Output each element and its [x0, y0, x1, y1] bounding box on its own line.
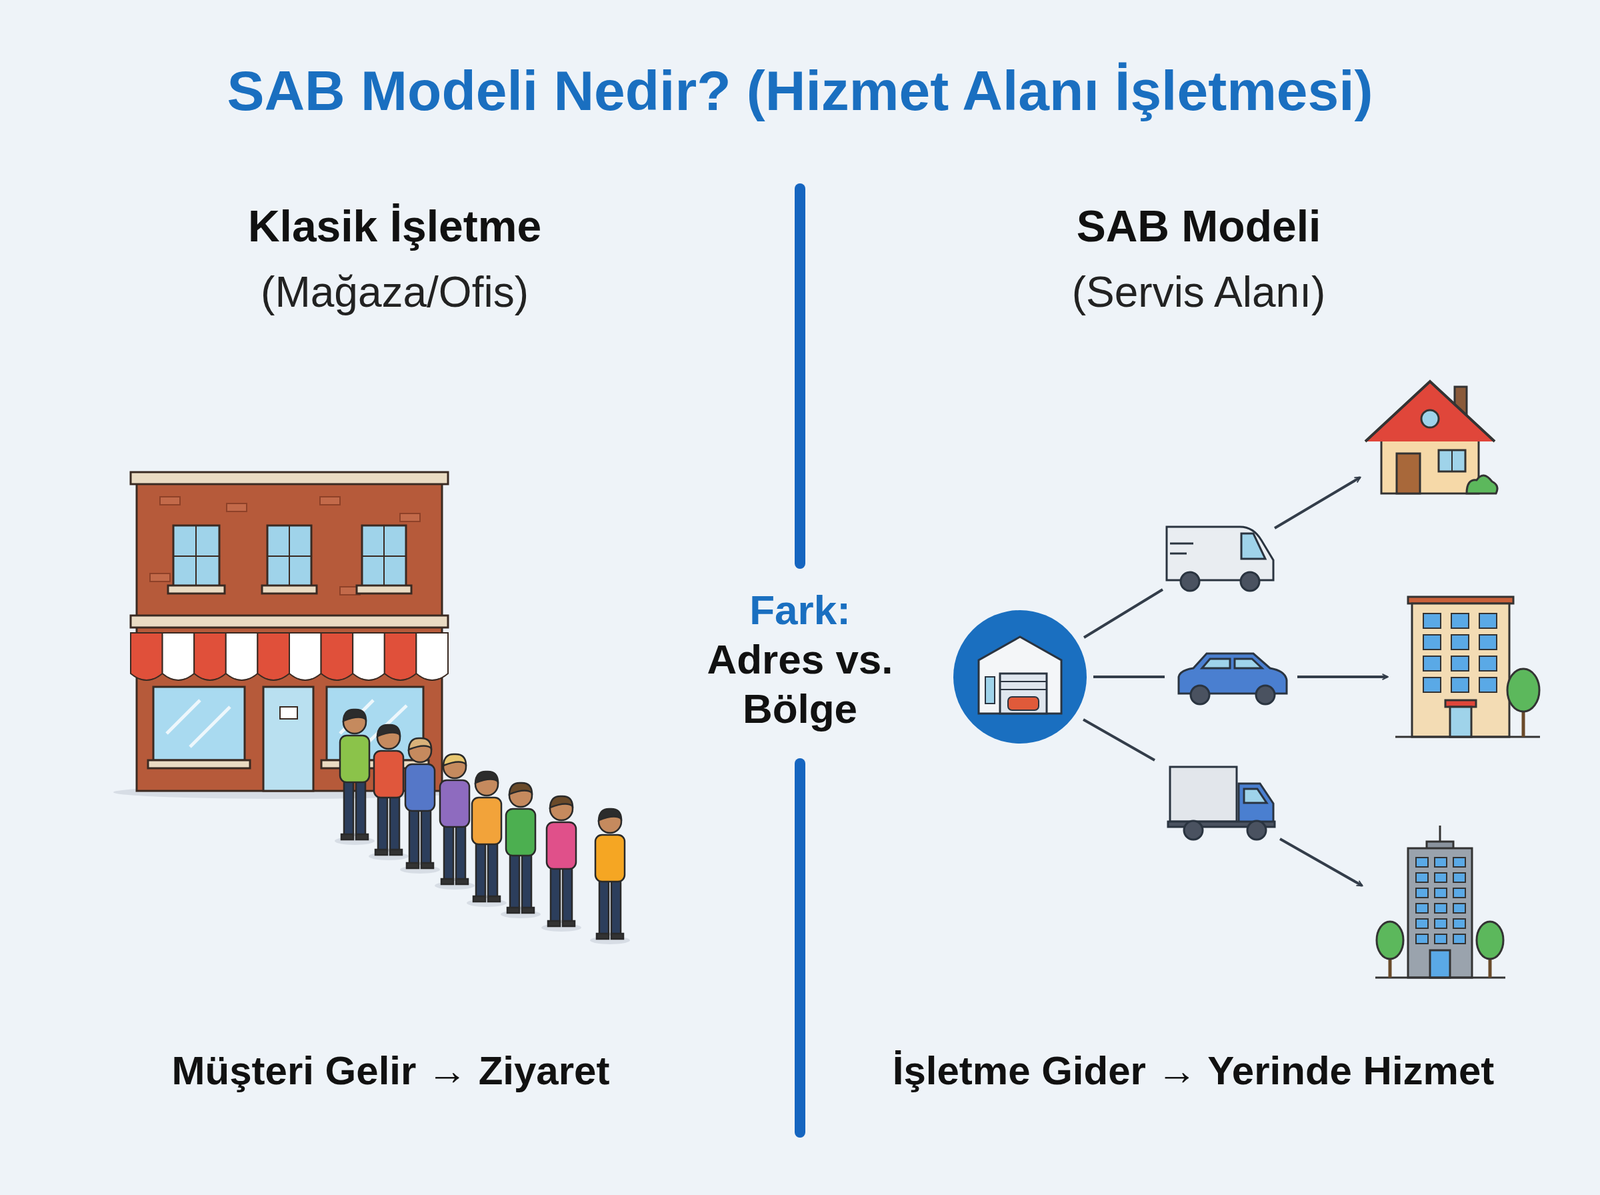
label-text: Müşteri Gelir → Ziyaret: [172, 1046, 610, 1095]
hub-icon: [953, 610, 1087, 744]
route-lines: [1083, 477, 1388, 886]
label-text: Adres vs. Bölge: [673, 634, 927, 734]
truck-icon: [1168, 766, 1275, 840]
title-text: SAB Modeli Nedir? (Hizmet Alanı İşletmes…: [226, 57, 1373, 125]
label-text: SAB Modeli: [1076, 200, 1322, 253]
car-icon: [1178, 653, 1287, 704]
house-icon: [1365, 381, 1498, 494]
van-icon: [1166, 526, 1274, 591]
label-text: (Servis Alanı): [1072, 266, 1326, 318]
label-text: (Mağaza/Ofis): [260, 266, 529, 318]
store-building: [113, 472, 460, 799]
office-building-icon: [1395, 596, 1540, 737]
customer-queue: [334, 709, 630, 944]
tower-icon: [1375, 825, 1506, 978]
label-text: Klasik İşletme: [248, 200, 542, 253]
label-text: Fark:: [749, 585, 851, 635]
label-text: İşletme Gider → Yerinde Hizmet: [892, 1046, 1495, 1095]
